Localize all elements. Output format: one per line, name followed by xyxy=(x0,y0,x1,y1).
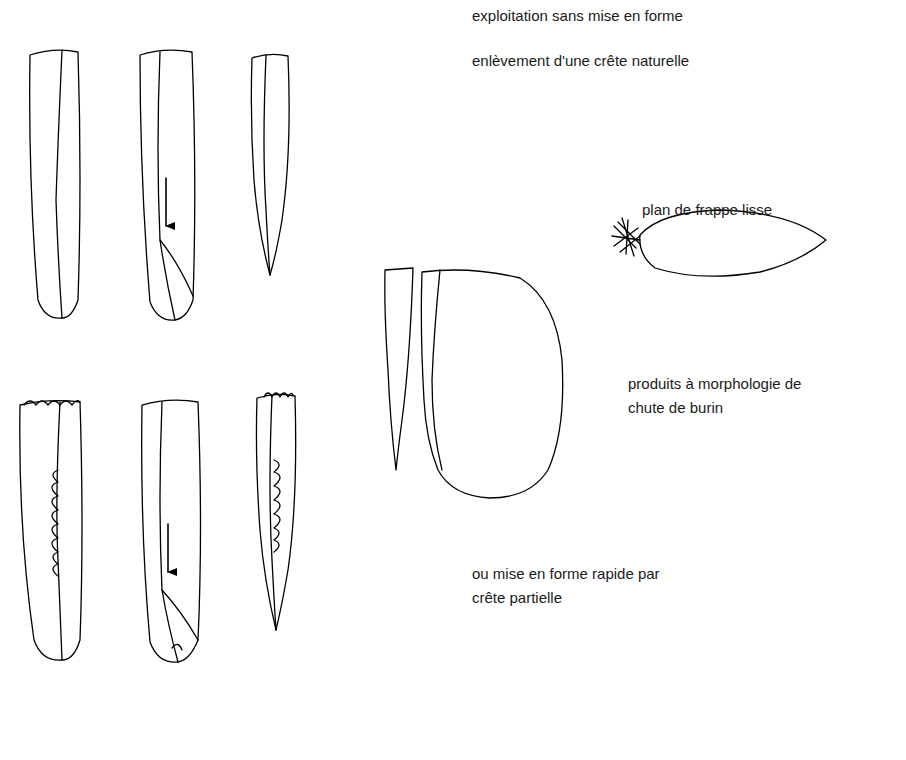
core-large xyxy=(421,270,562,498)
burin-spall-product xyxy=(385,268,413,470)
heading-note: exploitation sans mise en forme xyxy=(472,4,892,28)
product-label: produits à morphologie de chute de burin xyxy=(628,372,828,420)
smooth-platform xyxy=(612,210,826,276)
core-after-removal-partial xyxy=(142,400,201,662)
core-natural-crest xyxy=(30,50,80,318)
core-after-removal xyxy=(140,50,195,320)
crest-blade xyxy=(251,54,289,275)
platform-label: plan de frappe lisse xyxy=(642,198,892,222)
core-partial-crest xyxy=(20,401,82,661)
alternative-note: ou mise en forme rapide par crête partie… xyxy=(472,562,697,610)
partial-crest-blade xyxy=(256,393,295,630)
step-note: enlèvement d'une crête naturelle xyxy=(472,49,892,73)
